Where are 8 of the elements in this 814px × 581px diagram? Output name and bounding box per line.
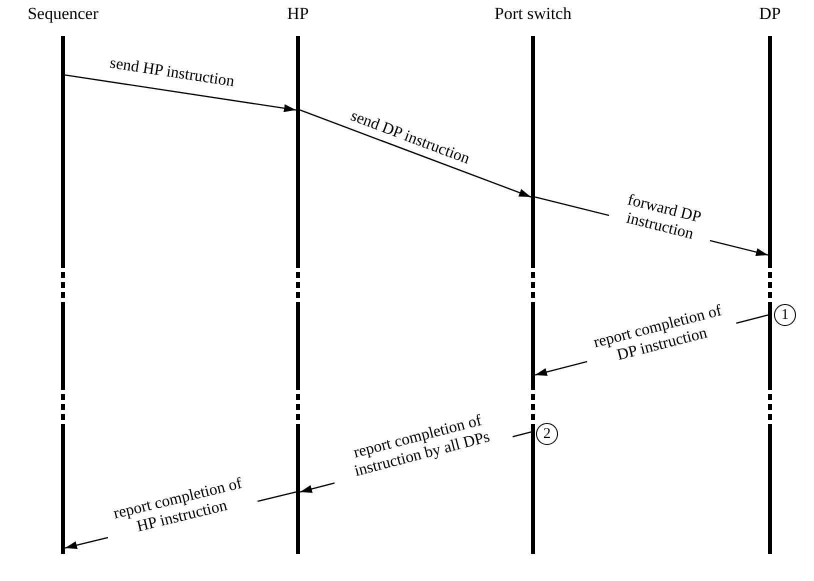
- step-number: 1: [774, 304, 796, 326]
- participant-label: HP: [286, 4, 310, 24]
- message-arrow: [300, 109, 532, 198]
- participant-label: DP: [758, 4, 782, 24]
- participant-label: Port switch: [494, 4, 572, 24]
- participant-label: Sequencer: [26, 4, 100, 24]
- message-arrow: [64, 74, 296, 112]
- step-number: 2: [536, 423, 558, 445]
